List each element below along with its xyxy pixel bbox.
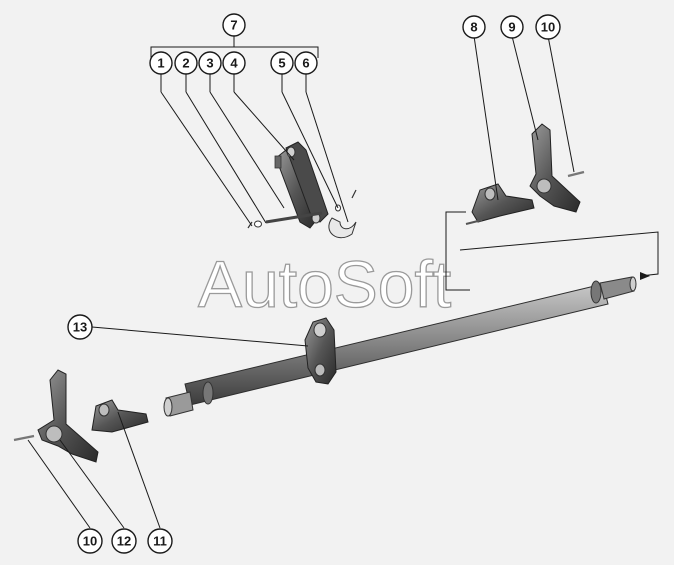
svg-text:3: 3 xyxy=(206,56,213,71)
svg-text:13: 13 xyxy=(73,320,87,335)
svg-text:4: 4 xyxy=(230,56,238,71)
svg-text:2: 2 xyxy=(182,56,189,71)
svg-text:1: 1 xyxy=(157,56,164,71)
callout-13: 13 xyxy=(67,314,93,340)
link-assembly xyxy=(247,141,357,239)
left-lever xyxy=(13,369,99,463)
right-lever xyxy=(529,123,585,213)
watermark: AutoSoft xyxy=(198,247,451,321)
callout-3: 3 xyxy=(198,51,222,75)
svg-text:10: 10 xyxy=(83,534,97,549)
callout-9: 9 xyxy=(500,15,524,39)
svg-text:6: 6 xyxy=(302,56,309,71)
callout-5: 5 xyxy=(270,51,294,75)
right-bracket xyxy=(465,183,535,225)
callout-10-bottom: 10 xyxy=(77,528,103,554)
callout-2: 2 xyxy=(174,51,198,75)
callout-4: 4 xyxy=(222,51,246,75)
callout-7: 7 xyxy=(222,13,246,37)
callout-10-top: 10 xyxy=(535,14,561,40)
assembly-guide xyxy=(445,211,659,291)
svg-text:5: 5 xyxy=(278,56,285,71)
svg-text:11: 11 xyxy=(153,534,167,549)
svg-text:7: 7 xyxy=(230,18,237,33)
callout-8: 8 xyxy=(462,15,486,39)
main-shaft xyxy=(163,276,637,417)
svg-text:8: 8 xyxy=(470,20,477,35)
svg-text:9: 9 xyxy=(508,20,515,35)
svg-text:12: 12 xyxy=(117,534,131,549)
leader-lines xyxy=(27,35,575,529)
callout-6: 6 xyxy=(294,51,318,75)
svg-text:10: 10 xyxy=(541,20,555,35)
callout-12: 12 xyxy=(111,528,137,554)
callout-1: 1 xyxy=(149,51,173,75)
left-bracket xyxy=(91,399,149,433)
callout-11: 11 xyxy=(147,528,173,554)
